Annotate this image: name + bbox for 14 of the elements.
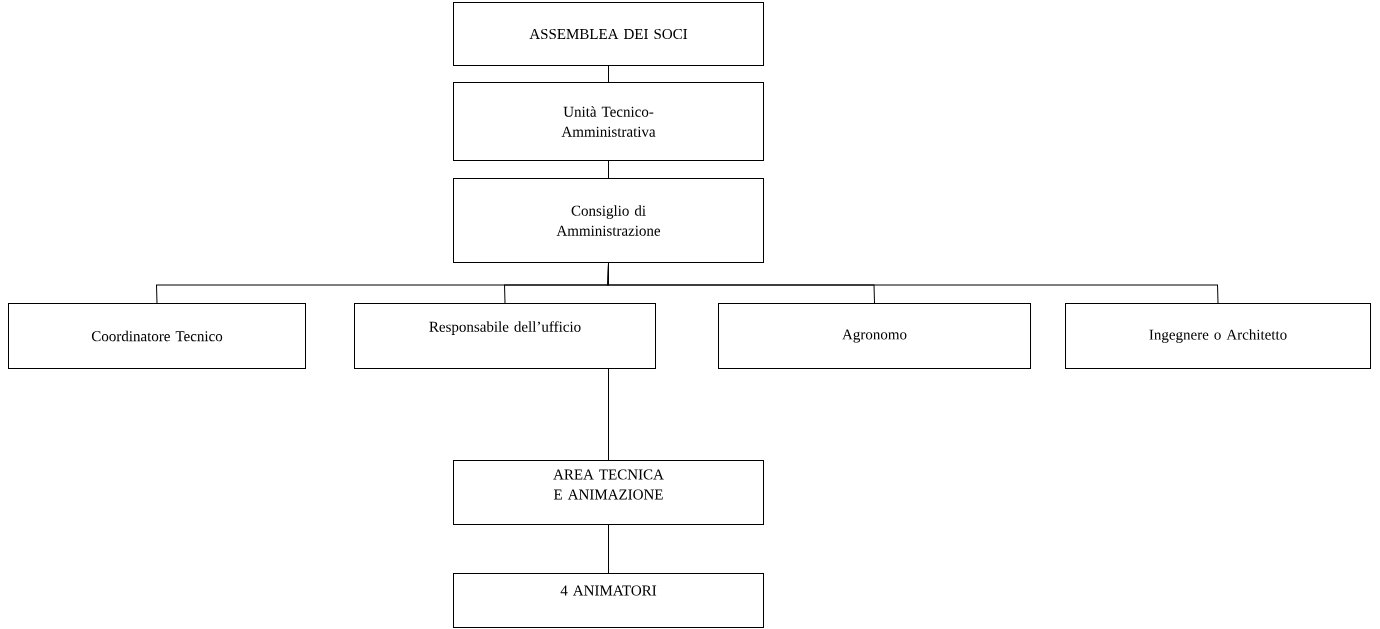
- connector-line: [608, 65, 609, 83]
- connector-line: [607, 262, 1219, 304]
- connector-line: [608, 160, 609, 179]
- org-box: 4 ANIMATORI: [453, 573, 764, 628]
- connector-line: [608, 524, 609, 574]
- org-box: Agronomo: [718, 303, 1031, 369]
- org-box: Unità Tecnico-Amministrativa: [453, 82, 764, 161]
- connector-line: [608, 368, 609, 461]
- org-box: Coordinatore Tecnico: [8, 303, 306, 369]
- org-box: Consiglio di Amministrazione: [453, 178, 764, 263]
- org-box: Ingegnere o Architetto: [1065, 303, 1371, 369]
- org-box: AREA TECNICA E ANIMAZIONE: [453, 460, 764, 525]
- org-box: ASSEMBLEA DEI SOCI: [453, 2, 764, 66]
- org-box: Responsabile dell’ufficio: [354, 303, 656, 369]
